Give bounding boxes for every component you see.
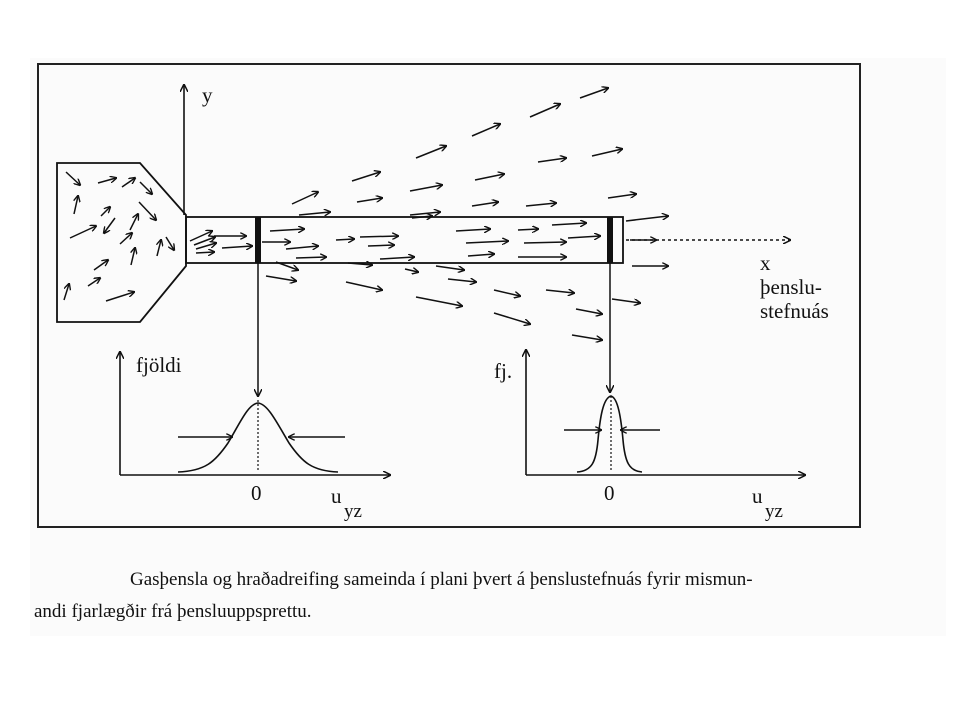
velocity-arrow bbox=[356, 198, 382, 203]
figure-frame bbox=[37, 63, 861, 528]
velocity-arrow bbox=[269, 229, 304, 231]
velocity-arrow bbox=[607, 194, 636, 199]
velocity-arrow bbox=[575, 308, 602, 314]
velocity-arrow bbox=[157, 240, 161, 257]
velocity-arrow bbox=[265, 275, 296, 281]
velocity-arrow bbox=[551, 223, 586, 225]
plot-far-zero: 0 bbox=[604, 481, 615, 505]
velocity-arrow bbox=[345, 281, 382, 290]
velocity-arrow bbox=[537, 158, 566, 163]
velocity-arrow bbox=[131, 248, 135, 266]
velocity-arrow bbox=[579, 88, 608, 99]
distribution-curve-narrow bbox=[576, 395, 643, 473]
plot-near-xlabel-sub: yz bbox=[344, 501, 362, 522]
velocity-arrow bbox=[359, 236, 398, 237]
velocity-arrow bbox=[63, 284, 69, 301]
velocity-arrow bbox=[195, 252, 214, 253]
x-axis-label: x bbox=[760, 251, 771, 275]
velocity-arrow bbox=[285, 246, 318, 249]
velocity-arrow bbox=[493, 312, 530, 324]
velocity-arrow bbox=[465, 241, 508, 243]
velocity-arrow bbox=[471, 202, 498, 207]
velocity-arrow bbox=[291, 192, 318, 205]
velocity-arrow bbox=[119, 233, 132, 245]
distribution-plot-near: fjöldi 0 u yz bbox=[120, 352, 390, 522]
velocity-arrow bbox=[193, 237, 215, 246]
velocity-arrow bbox=[525, 203, 556, 206]
velocity-arrow bbox=[591, 149, 622, 157]
velocity-arrow bbox=[295, 257, 326, 258]
velocity-arrow bbox=[129, 214, 138, 231]
velocity-arrow bbox=[467, 254, 494, 256]
velocity-arrow bbox=[221, 246, 252, 248]
velocity-arrow bbox=[367, 245, 394, 246]
velocity-arrow bbox=[404, 269, 418, 272]
distribution-curve-wide bbox=[177, 402, 339, 473]
velocity-arrow bbox=[455, 229, 490, 231]
velocity-arrow bbox=[411, 216, 432, 218]
velocity-arrow bbox=[189, 231, 212, 242]
velocity-arrow bbox=[165, 236, 174, 250]
velocity-arrow bbox=[73, 196, 78, 215]
plot-far-xlabel: u bbox=[752, 484, 763, 508]
velocity-arrow bbox=[93, 260, 108, 271]
molecule-velocity-arrows bbox=[63, 88, 668, 340]
plot-near-ylabel: fjöldi bbox=[136, 353, 182, 377]
velocity-arrow bbox=[409, 212, 440, 215]
velocity-arrow bbox=[529, 104, 560, 118]
x-axis-desc-1: þenslu- bbox=[760, 275, 822, 299]
velocity-arrow bbox=[517, 229, 538, 230]
y-axis-label: y bbox=[202, 83, 213, 107]
plot-near-xlabel: u bbox=[331, 484, 342, 508]
velocity-arrow bbox=[298, 212, 330, 215]
velocity-arrow bbox=[471, 124, 500, 137]
caption-line-2: andi fjarlægðir frá þensluuppsprettu. bbox=[34, 601, 312, 622]
velocity-arrow bbox=[474, 174, 504, 181]
distribution-plot-far: fj. 0 u yz bbox=[494, 350, 805, 522]
x-axis-desc-2: stefnuás bbox=[760, 299, 829, 323]
plot-far-ylabel: fj. bbox=[494, 359, 512, 383]
plot-near-zero: 0 bbox=[251, 481, 262, 505]
velocity-arrow bbox=[409, 185, 442, 192]
velocity-arrow bbox=[379, 257, 414, 259]
caption-line-1: Gasþensla og hraðadreifing sameinda í pl… bbox=[130, 569, 753, 590]
velocity-arrow bbox=[351, 172, 380, 182]
velocity-arrow bbox=[275, 261, 298, 270]
velocity-arrow bbox=[97, 178, 116, 184]
velocity-arrow bbox=[138, 201, 156, 220]
velocity-arrow bbox=[611, 298, 640, 303]
velocity-arrow bbox=[87, 278, 100, 287]
velocity-arrow bbox=[493, 289, 520, 296]
velocity-arrow bbox=[571, 334, 602, 340]
plot-far-xlabel-sub: yz bbox=[765, 501, 783, 522]
velocity-arrow bbox=[139, 181, 152, 194]
scanned-page bbox=[30, 58, 946, 636]
velocity-arrow bbox=[347, 263, 372, 265]
velocity-arrow bbox=[121, 178, 135, 188]
velocity-arrow bbox=[625, 216, 668, 222]
velocity-arrow bbox=[567, 236, 600, 238]
velocity-arrow bbox=[335, 239, 354, 240]
velocity-arrow bbox=[415, 146, 446, 159]
velocity-arrow bbox=[69, 226, 96, 239]
gas-source-chamber bbox=[56, 162, 187, 323]
velocity-arrow bbox=[105, 292, 134, 302]
velocity-arrow bbox=[100, 207, 110, 217]
velocity-arrow bbox=[195, 243, 216, 250]
velocity-arrow bbox=[65, 171, 80, 185]
velocity-arrow bbox=[523, 242, 566, 243]
velocity-arrow bbox=[415, 296, 462, 306]
velocity-arrow bbox=[545, 290, 574, 293]
velocity-arrow bbox=[104, 217, 116, 233]
velocity-arrow bbox=[447, 279, 476, 282]
nozzle-tube bbox=[185, 216, 624, 264]
velocity-arrow bbox=[435, 265, 464, 270]
